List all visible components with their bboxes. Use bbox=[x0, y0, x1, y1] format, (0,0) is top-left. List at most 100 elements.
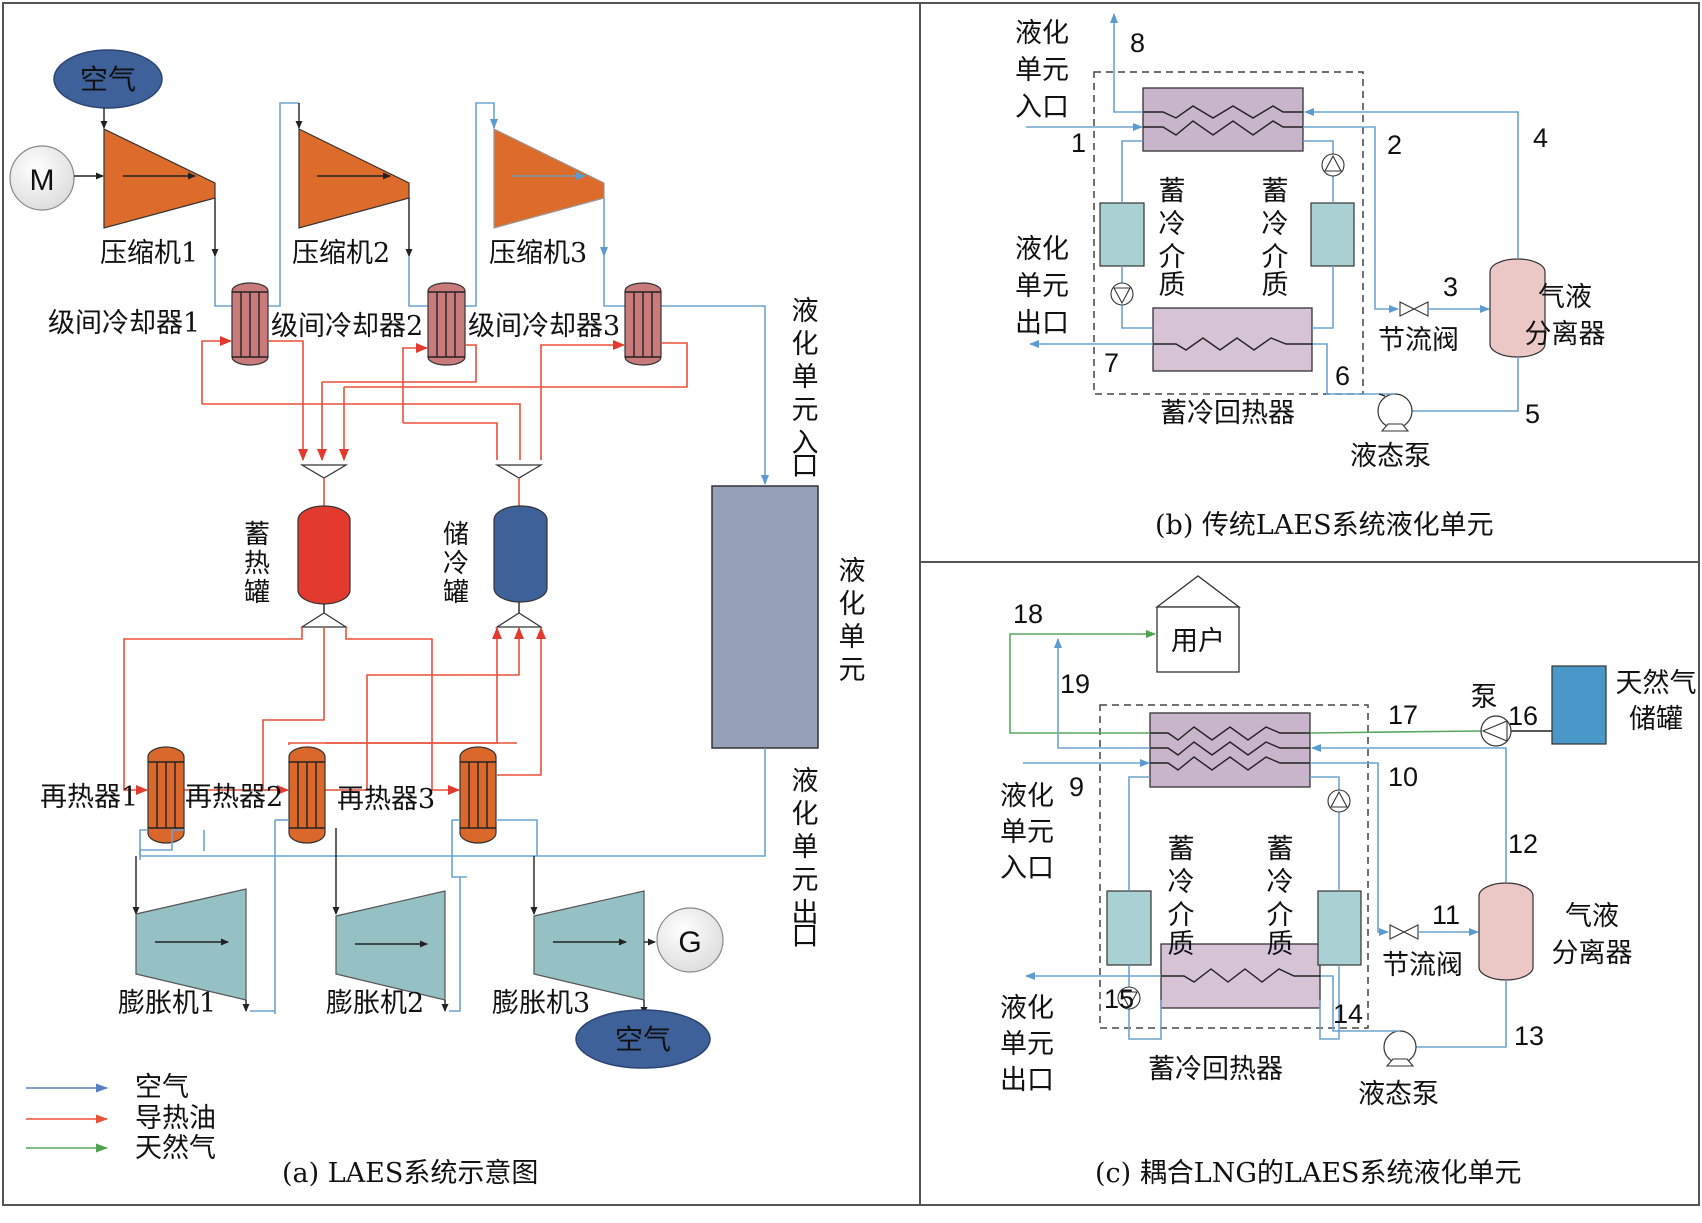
compressor-2-label: 压缩机2 bbox=[292, 238, 390, 269]
cm-left-b-2: 冷 bbox=[1159, 209, 1186, 240]
cm-right-b-3: 介 bbox=[1262, 242, 1289, 273]
legend-item-ng: 天然气 bbox=[26, 1133, 216, 1164]
cm-right-c-2: 冷 bbox=[1267, 867, 1294, 898]
intercooler-1 bbox=[231, 282, 269, 366]
ng-storage-tank bbox=[1551, 665, 1607, 745]
regenerator-label-c: 蓄冷回热器 bbox=[1148, 1054, 1283, 1085]
liq-outlet-char-3: 单 bbox=[792, 832, 819, 863]
cm-right-c-3: 介 bbox=[1267, 900, 1294, 931]
valve-label-b: 节流阀 bbox=[1378, 325, 1459, 356]
circulation-pump-right-c bbox=[1327, 789, 1351, 813]
outlet-c-line-1: 液化 bbox=[1000, 993, 1054, 1024]
inlet-label-c: 液化 单元 入口 bbox=[1000, 781, 1054, 884]
stream-6: 6 bbox=[1335, 361, 1350, 391]
stream-17: 17 bbox=[1388, 700, 1418, 730]
cm-left-b-3: 介 bbox=[1159, 242, 1186, 273]
legend-label-air: 空气 bbox=[135, 1072, 189, 1103]
generator-icon: G bbox=[656, 907, 724, 973]
liq-unit-char-4: 元 bbox=[839, 655, 866, 686]
panel-b-caption: (b) 传统LAES系统液化单元 bbox=[1155, 510, 1494, 541]
inlet-c-line-2: 单元 bbox=[1000, 817, 1054, 848]
cold-storage-left-c bbox=[1106, 890, 1152, 966]
inlet-b-line-2: 单元 bbox=[1015, 55, 1069, 86]
liquid-pump-c bbox=[1383, 1030, 1417, 1067]
reheater-2-label: 再热器2 bbox=[185, 782, 283, 813]
stream-16: 16 bbox=[1508, 701, 1538, 731]
intercooler-2-label: 级间冷却器2 bbox=[271, 311, 423, 342]
liquefaction-unit bbox=[711, 485, 819, 749]
cm-left-c-2: 冷 bbox=[1168, 867, 1195, 898]
liq-outlet-char-2: 化 bbox=[792, 799, 819, 830]
separator-label-b-1: 气液 bbox=[1538, 282, 1592, 313]
motor-icon: M bbox=[9, 145, 75, 211]
liquid-pump-label-c: 液态泵 bbox=[1358, 1079, 1439, 1110]
air-exhaust: 空气 bbox=[575, 1009, 711, 1069]
reheater-2 bbox=[288, 746, 326, 844]
circulation-pump-left-b bbox=[1110, 282, 1134, 306]
cold-storage-right-c bbox=[1317, 890, 1362, 966]
stream-19: 19 bbox=[1060, 669, 1090, 699]
cold-medium-label-right-c: 蓄 冷 介 质 bbox=[1267, 834, 1294, 960]
ng-tank-label-2: 储罐 bbox=[1629, 704, 1683, 735]
outlet-c-line-3: 出口 bbox=[1000, 1065, 1054, 1096]
inlet-label-b: 液化 单元 入口 bbox=[1015, 18, 1069, 123]
hot-storage-tank bbox=[297, 505, 351, 605]
stream-3: 3 bbox=[1443, 272, 1458, 302]
top-heat-exchanger bbox=[1142, 87, 1304, 152]
legend-label-oil: 导热油 bbox=[135, 1103, 216, 1134]
legend-item-air: 空气 bbox=[26, 1072, 189, 1103]
intercooler-3 bbox=[624, 282, 662, 366]
reheater-3 bbox=[459, 746, 497, 844]
circulation-pump-left-c bbox=[1117, 986, 1141, 1010]
expander-1 bbox=[135, 888, 247, 1001]
cold-storage-tank bbox=[493, 505, 548, 603]
cold-tank-label-3: 罐 bbox=[443, 578, 469, 608]
cm-right-b-2: 冷 bbox=[1262, 209, 1289, 240]
stream-9: 9 bbox=[1069, 772, 1084, 802]
stream-11: 11 bbox=[1432, 900, 1460, 930]
cold-medium-label-left-c: 蓄 冷 介 质 bbox=[1168, 834, 1195, 960]
intercooler-3-label: 级间冷却器3 bbox=[468, 311, 620, 342]
compressor-2 bbox=[298, 128, 410, 229]
liq-inlet-char-1: 液 bbox=[792, 296, 819, 327]
ng-pump-icon bbox=[1480, 715, 1512, 747]
cm-left-b-1: 蓄 bbox=[1159, 176, 1186, 207]
valve-label-c: 节流阀 bbox=[1382, 950, 1463, 981]
liq-outlet-char-5: 出 bbox=[792, 898, 819, 929]
stream-18: 18 bbox=[1013, 599, 1043, 629]
intercooler-1-label: 级间冷却器1 bbox=[48, 308, 200, 339]
expander-2 bbox=[335, 890, 446, 1001]
air-exhaust-label: 空气 bbox=[615, 1023, 671, 1056]
regenerator-label-b: 蓄冷回热器 bbox=[1160, 398, 1295, 429]
expander-3-label: 膨胀机3 bbox=[492, 988, 590, 1019]
stream-13: 13 bbox=[1514, 1021, 1544, 1051]
regenerator-boundary-c bbox=[1099, 704, 1369, 1029]
outlet-label-b: 液化 单元 出口 bbox=[1015, 234, 1069, 339]
legend: 空气 导热油 天然气 bbox=[26, 1072, 216, 1164]
top-heat-exchanger-c bbox=[1149, 712, 1311, 788]
ng-tank-label-1: 天然气 bbox=[1616, 668, 1697, 699]
liquid-pump-label-b: 液态泵 bbox=[1350, 441, 1431, 472]
outlet-b-line-1: 液化 bbox=[1015, 234, 1069, 265]
liquid-pump-b bbox=[1377, 393, 1413, 432]
reheater-1-label: 再热器1 bbox=[40, 782, 138, 813]
inlet-b-line-1: 液化 bbox=[1015, 18, 1069, 49]
cm-right-c-4: 质 bbox=[1267, 929, 1294, 960]
outlet-label-c: 液化 单元 出口 bbox=[1000, 993, 1054, 1096]
separator-c bbox=[1478, 882, 1534, 981]
cm-left-c-4: 质 bbox=[1168, 929, 1195, 960]
compressor-3-label: 压缩机3 bbox=[489, 238, 587, 269]
compressor-3 bbox=[493, 128, 605, 229]
cm-left-c-1: 蓄 bbox=[1168, 834, 1195, 865]
separator-label-b-2: 分离器 bbox=[1525, 319, 1606, 350]
throttle-valve-c bbox=[1389, 924, 1419, 940]
stream-15: 15 bbox=[1104, 984, 1134, 1014]
separator-label-c-1: 气液 bbox=[1565, 901, 1619, 932]
hot-tank-label-2: 热 bbox=[244, 549, 270, 579]
liq-inlet-char-2: 化 bbox=[792, 329, 819, 360]
motor-label: M bbox=[30, 164, 55, 197]
stream-2: 2 bbox=[1387, 130, 1402, 160]
cm-right-b-4: 质 bbox=[1262, 270, 1289, 301]
